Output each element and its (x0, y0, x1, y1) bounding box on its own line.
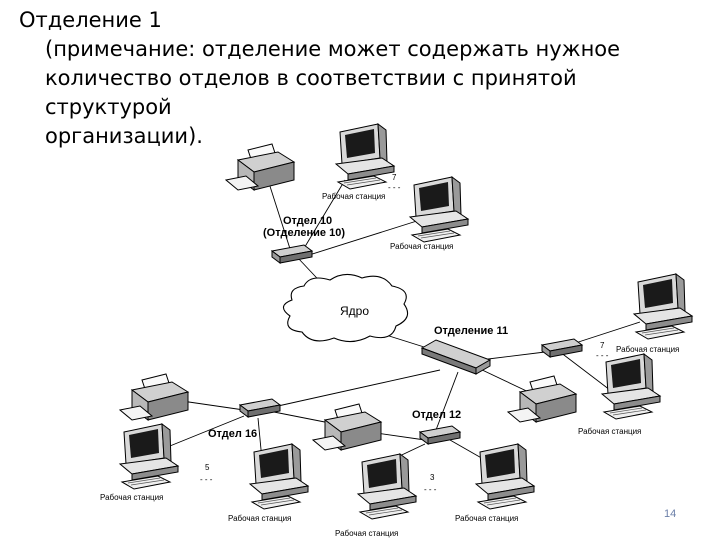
count-top: 7 (392, 173, 397, 182)
dots-bottom: - - - (424, 485, 437, 494)
workstation-caption: Рабочая станция (390, 242, 453, 251)
switch-icon (541, 338, 583, 358)
workstation-icon (357, 453, 417, 520)
workstation-caption: Рабочая станция (616, 345, 679, 354)
workstation-caption: Рабочая станция (322, 192, 385, 201)
note-line-3: организации). (45, 124, 203, 148)
workstation-caption: Рабочая станция (455, 514, 518, 523)
label-otdelenie-11: Отделение 11 (434, 325, 508, 337)
printer-icon (312, 403, 382, 451)
slide-title: Отделение 1 (19, 8, 162, 32)
printer-icon (119, 373, 189, 421)
label-otdelenie-10: (Отделение 10) (263, 227, 345, 239)
label-otdel-16: Отдел 16 (208, 428, 257, 440)
link-hub11-hub12 (435, 371, 459, 431)
workstation-icon (249, 443, 309, 510)
printer-icon (225, 143, 295, 191)
dots-right: - - - (596, 351, 609, 360)
workstation-icon (601, 353, 661, 420)
core-cloud: Ядро (282, 273, 409, 343)
link-hub11-hub16 (259, 369, 441, 411)
link-hub10-pc-top (299, 179, 346, 256)
workstation-caption: Рабочая станция (335, 529, 398, 538)
slide-heading: Отделение 1 (примечание: отделение может… (19, 6, 699, 151)
link-hub10-printer (267, 179, 293, 256)
connection-lines (159, 179, 641, 471)
link-hub12-pc2 (449, 439, 486, 461)
switch-icon (271, 244, 313, 264)
page-number: 14 (664, 508, 677, 520)
switch-icon (419, 425, 461, 445)
note-line-2: количество отделов в соответствии с прин… (45, 66, 577, 119)
link-hub16-pc1 (159, 415, 245, 451)
core-label: Ядро (340, 304, 369, 318)
label-otdel-12: Отдел 12 (412, 409, 461, 421)
switch-icon (421, 339, 491, 375)
workstation-caption: Рабочая станция (228, 514, 291, 523)
link-hub10-pc-right (305, 219, 421, 257)
label-otdel-10: Отдел 10 (283, 215, 332, 227)
workstation-icon (119, 423, 179, 490)
switch-icon (239, 398, 281, 418)
count-bottom: 3 (430, 473, 435, 482)
link-hub11-subhub (479, 351, 546, 361)
count-left: 5 (205, 463, 210, 472)
note-line-1: (примечание: отделение может содержать н… (45, 37, 621, 61)
workstation-caption: Рабочая станция (100, 493, 163, 502)
dots-top: - - - (388, 183, 401, 192)
workstation-icon (633, 273, 693, 340)
count-right: 7 (600, 341, 605, 350)
workstation-icon (335, 123, 395, 190)
workstation-icon (475, 443, 535, 510)
dots-left: - - - (200, 475, 213, 484)
workstation-caption: Рабочая станция (578, 427, 641, 436)
link-subhub-pc2 (559, 351, 611, 391)
workstation-icon (409, 176, 469, 243)
printer-icon (507, 375, 577, 423)
